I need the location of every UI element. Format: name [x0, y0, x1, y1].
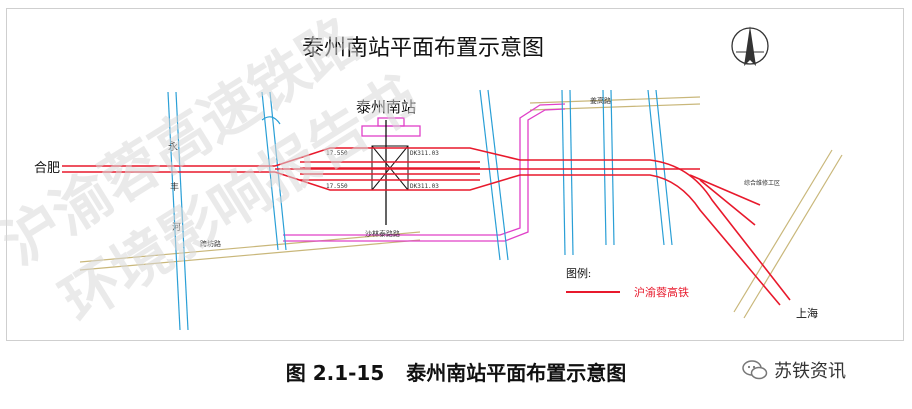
wechat-account-name: 苏铁资讯 [774, 361, 846, 382]
station-layout-diagram: 泰州南站平面布置示意图 泰州南站 [34, 26, 843, 331]
endpoint-east: 上海 [796, 306, 818, 320]
legend-line-label: 沪渝蓉高铁 [634, 285, 689, 299]
north-arrow-icon [731, 26, 769, 66]
road-label: 姜高路 [590, 96, 611, 105]
road-label: 综合维修工区 [744, 179, 780, 187]
track-note: DK311.03 [410, 150, 439, 157]
river-label: 丰 [170, 181, 179, 192]
figure-caption: 图 2.1-15 泰州南站平面布置示意图 [0, 357, 912, 386]
track-note: 17.550 [326, 150, 348, 157]
legend: 图例: 沪渝蓉高铁 [566, 266, 689, 299]
station-label: 泰州南站 [356, 99, 416, 116]
track-note: 17.550 [326, 183, 348, 190]
river-label: 河 [172, 221, 181, 232]
wechat-icon [742, 359, 768, 381]
endpoint-west: 合肥 [34, 160, 60, 175]
legend-heading: 图例: [566, 266, 591, 280]
wechat-badge[interactable]: 苏铁资讯 [742, 357, 846, 383]
diagram-frame [6, 8, 904, 341]
river-label: 永 [168, 140, 178, 153]
map-labels: 姜高路 沙林泰路路 跨坊路 综合维修工区 永 丰 河 [168, 96, 780, 248]
river-network [167, 89, 673, 331]
track-note: DK311.03 [410, 183, 439, 190]
figure-caption-text: 泰州南站平面布置示意图 [406, 361, 627, 385]
road-label: 沙林泰路路 [365, 229, 400, 238]
figure-number: 图 2.1-15 [285, 361, 385, 385]
road-label: 跨坊路 [200, 239, 221, 248]
diagram-title: 泰州南站平面布置示意图 [302, 35, 544, 60]
road-network [79, 96, 843, 319]
track-notes: 17.550 17.550 DK311.03 DK311.03 [326, 150, 439, 190]
station-road [283, 103, 566, 242]
rail-lines [62, 147, 791, 306]
